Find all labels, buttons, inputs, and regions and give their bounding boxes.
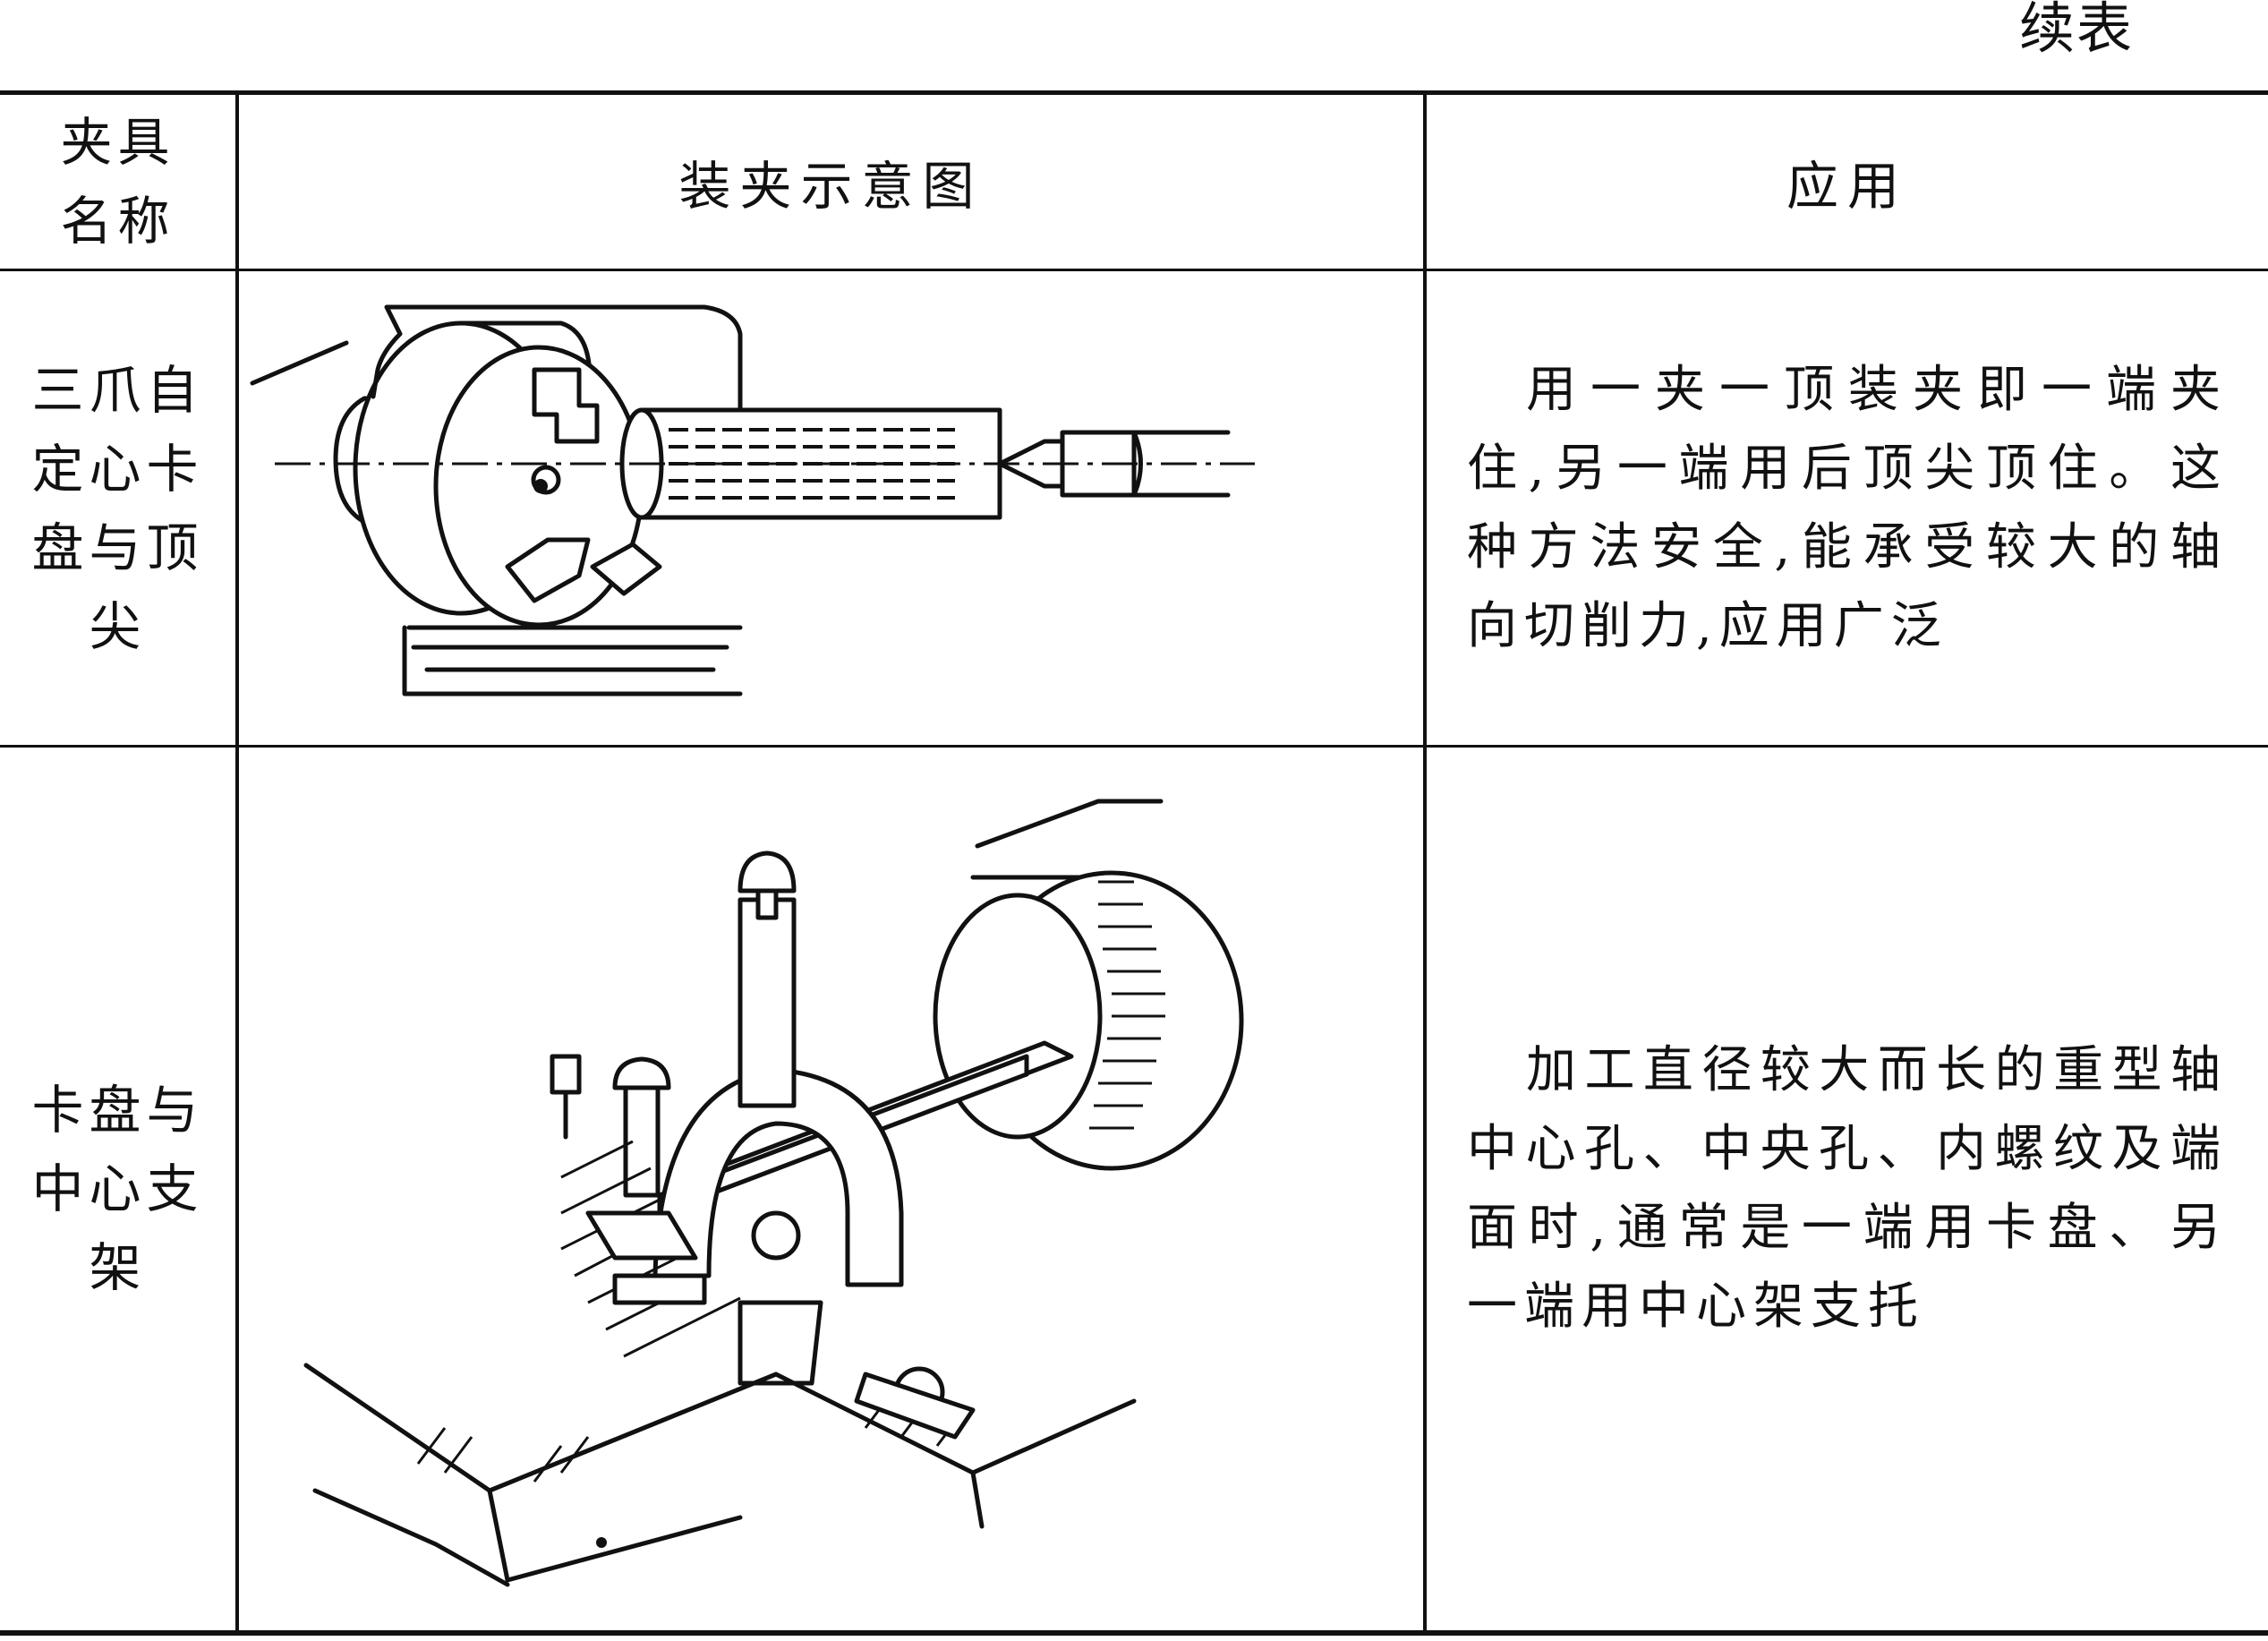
header-diagram-cell: 装夹示意图 bbox=[239, 95, 1423, 269]
row1-name-cell: 三爪自 定心卡 盘与顶 尖 bbox=[0, 271, 235, 745]
header-bottom-rule bbox=[0, 269, 2268, 271]
left-adjust-knob bbox=[612, 1056, 671, 1090]
header-name-line: 夹具 bbox=[60, 112, 175, 173]
table-bottom-rule bbox=[0, 1630, 2268, 1636]
continued-label: 续表 bbox=[2018, 0, 2134, 61]
chuck-and-steady-rest-diagram bbox=[303, 799, 1244, 1587]
row-divider bbox=[0, 745, 2268, 748]
header-diagram: 装夹示意图 bbox=[678, 156, 984, 217]
row2-name-line: 中心支 bbox=[31, 1158, 204, 1219]
row1-diagram-cell bbox=[239, 271, 1423, 745]
table-top-rule bbox=[0, 90, 2268, 95]
header-name-line: 名称 bbox=[60, 191, 175, 252]
base-clamp bbox=[738, 1300, 823, 1386]
row2-name-line: 卡盘与 bbox=[31, 1080, 204, 1141]
row2-diagram-cell bbox=[239, 748, 1423, 1630]
row2-application: 加工直径较大而长的重型轴中心孔、中央孔、内螺纹及端面时,通常是一端用卡盘、另一端… bbox=[1467, 1041, 2228, 1336]
three-jaw-chuck-with-tailstock-diagram bbox=[250, 304, 1255, 697]
header-application-cell: 应用 bbox=[1427, 95, 2268, 269]
header-application: 应用 bbox=[1786, 156, 1908, 217]
row2-name: 卡盘与 中心支 架 bbox=[31, 1071, 203, 1307]
row2-name-line: 架 bbox=[89, 1237, 147, 1298]
row1-application: 用一夹一顶装夹即一端夹住,另一端用后顶尖顶住。这种方法安全,能承受较大的轴向切削… bbox=[1467, 360, 2228, 655]
column-divider-2 bbox=[1423, 92, 1427, 1632]
row1-name-line: 盘与顶 bbox=[31, 517, 204, 578]
steady-rest-frame bbox=[652, 1067, 904, 1287]
header-name-cell: 夹具 名称 bbox=[0, 95, 235, 269]
row2-name-cell: 卡盘与 中心支 架 bbox=[0, 748, 235, 1630]
row1-name: 三爪自 定心卡 盘与顶 尖 bbox=[31, 351, 203, 666]
row2-application-cell: 加工直径较大而长的重型轴中心孔、中央孔、内螺纹及端面时,通常是一端用卡盘、另一端… bbox=[1427, 748, 2268, 1630]
row1-name-line: 定心卡 bbox=[31, 438, 204, 500]
header-name: 夹具 名称 bbox=[60, 103, 175, 261]
top-adjust-knob bbox=[738, 850, 797, 893]
column-divider-1 bbox=[235, 92, 239, 1632]
row1-name-line: 尖 bbox=[89, 595, 147, 657]
row1-application-cell: 用一夹一顶装夹即一端夹住,另一端用后顶尖顶住。这种方法安全,能承受较大的轴向切削… bbox=[1427, 271, 2268, 745]
row1-name-line: 三爪自 bbox=[31, 359, 204, 421]
